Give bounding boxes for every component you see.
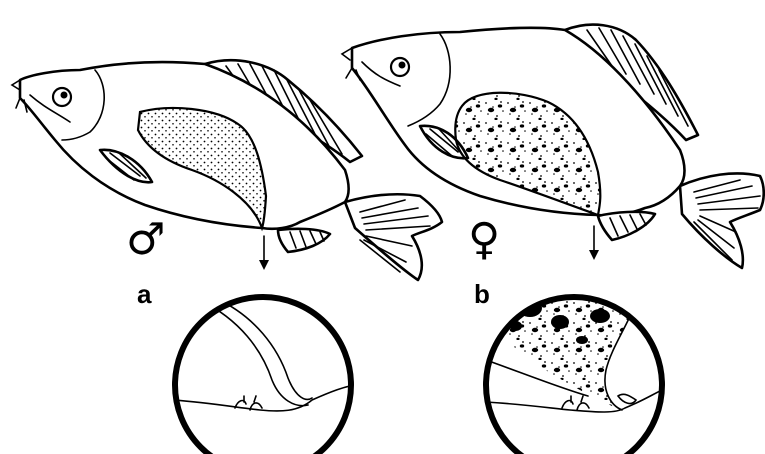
female-pupil bbox=[399, 62, 406, 69]
male-sex-symbol: ♂ bbox=[126, 214, 165, 265]
panel-label-a: a bbox=[137, 279, 152, 309]
female-closeup-egg-cluster-3 bbox=[590, 309, 610, 323]
male-vent-arrowhead bbox=[259, 260, 269, 270]
female-closeup-egg-cluster-5 bbox=[576, 336, 588, 344]
female-tail-fin bbox=[680, 173, 764, 268]
female-sex-symbol: ♀ bbox=[468, 214, 500, 265]
male-pupil bbox=[61, 92, 68, 99]
female-vent-closeup bbox=[486, 290, 662, 454]
male-vent-closeup bbox=[172, 297, 360, 454]
female-closeup-egg-cluster-2 bbox=[551, 315, 569, 329]
panel-label-b: b bbox=[474, 279, 490, 309]
female-anal-fin bbox=[598, 212, 655, 240]
female-vent-arrowhead bbox=[589, 250, 599, 260]
